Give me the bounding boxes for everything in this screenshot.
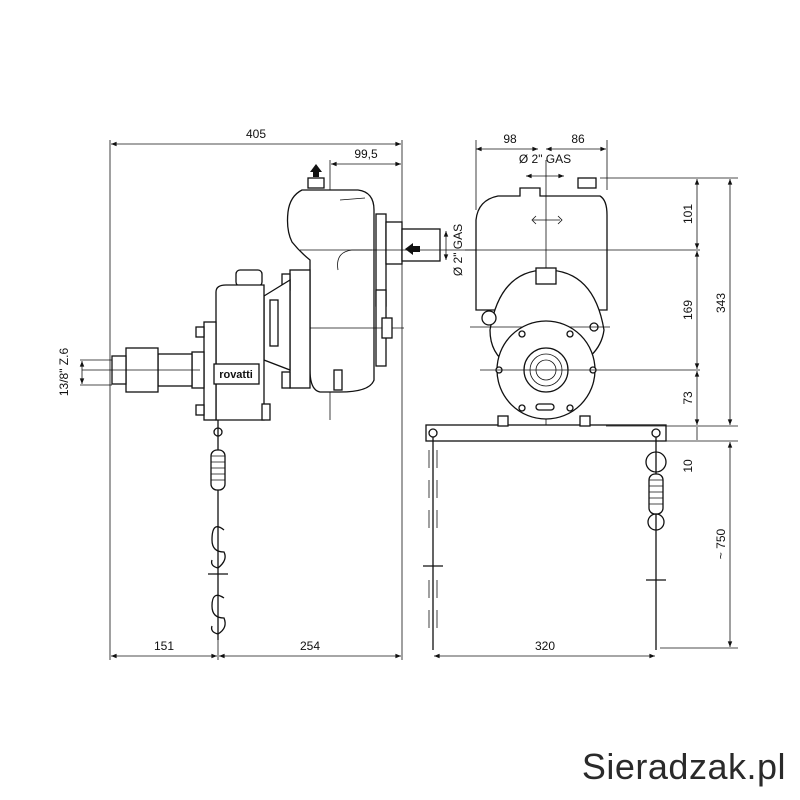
dim-320: 320 <box>535 639 555 653</box>
side-view: 405 99,5 151 254 Ø 2" GAS <box>57 127 480 660</box>
rovatti-logo: rovatti <box>219 369 253 381</box>
side-chain <box>208 420 228 640</box>
dim-343: 343 <box>714 293 728 313</box>
dim-73: 73 <box>681 391 695 405</box>
dim-405: 405 <box>246 127 266 141</box>
dim-101: 101 <box>681 204 695 224</box>
inlet-arrow-icon <box>405 243 420 255</box>
right-chain <box>645 428 667 650</box>
watermark: Sieradzak.pl <box>581 746 786 787</box>
dim-98: 98 <box>503 132 517 146</box>
dim-outlet-gas: Ø 2" GAS <box>519 152 571 166</box>
front-view: 98 86 Ø 2" GAS <box>423 132 738 659</box>
dim-169: 169 <box>681 300 695 320</box>
outlet-arrow-icon <box>310 164 322 177</box>
dim-10: 10 <box>681 459 695 473</box>
left-chain <box>423 428 443 650</box>
dim-254: 254 <box>300 639 320 653</box>
dim-99-5: 99,5 <box>354 147 378 161</box>
dim-750: ~ 750 <box>714 528 728 559</box>
dim-151: 151 <box>154 639 174 653</box>
dim-86: 86 <box>571 132 585 146</box>
dim-shaft-spec: 13/8" Z.6 <box>57 348 71 397</box>
